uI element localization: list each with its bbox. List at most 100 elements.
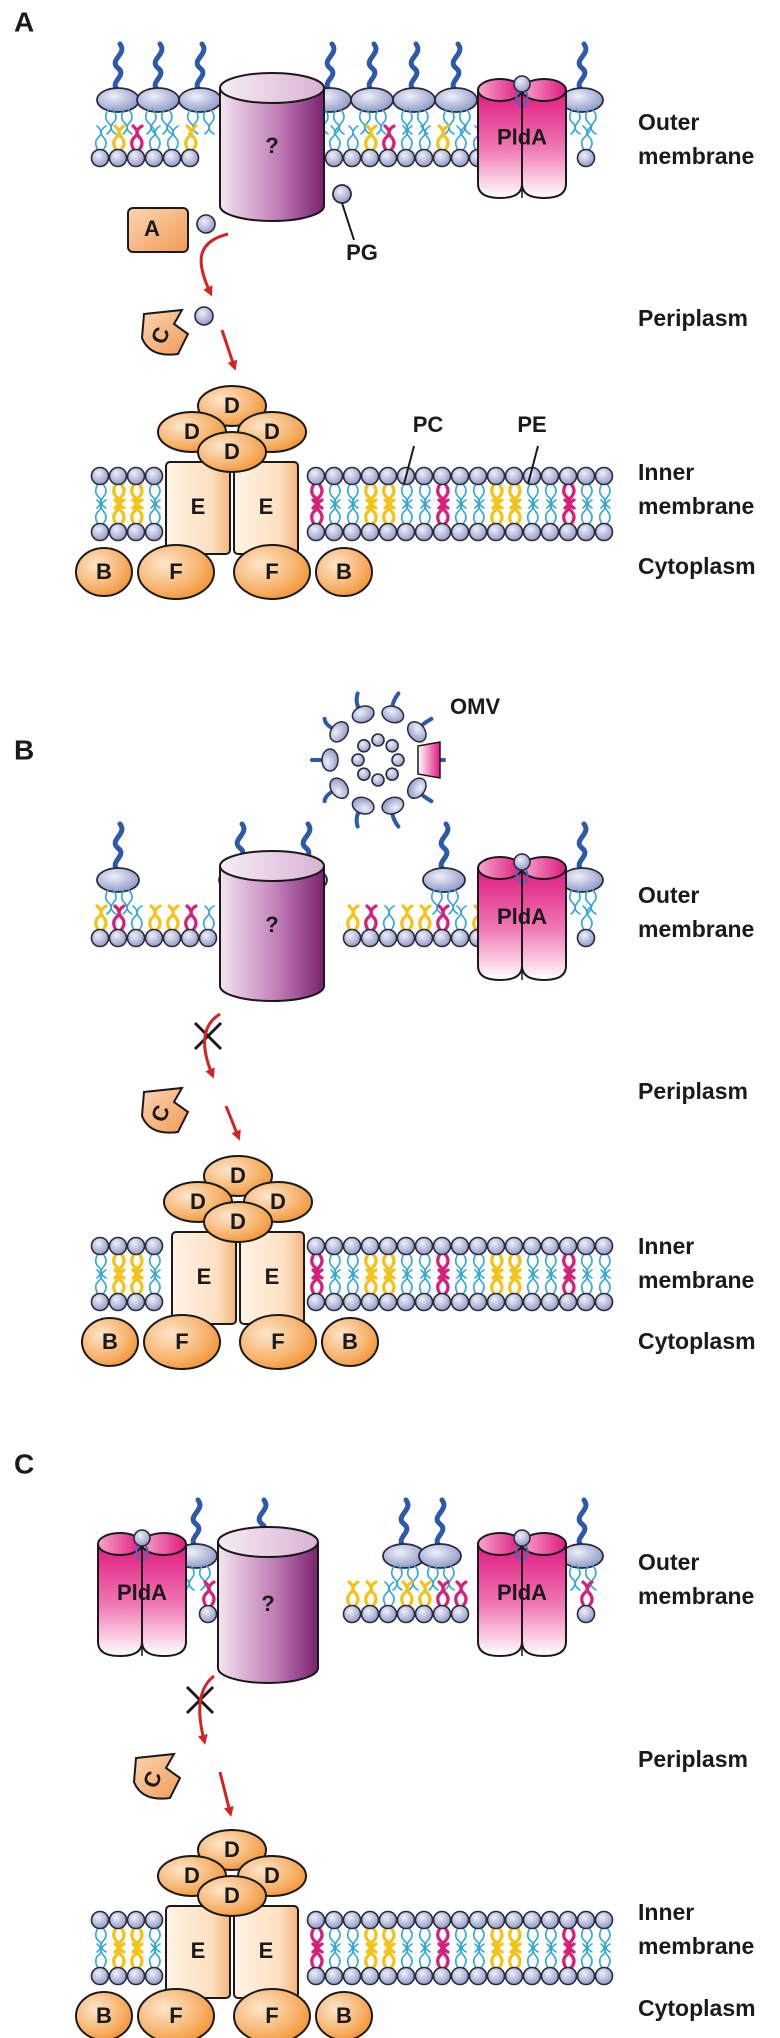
protein-b-right-shape — [315, 547, 373, 597]
protein-d-top-label: D — [230, 1163, 246, 1188]
phospholipid-headgroup — [558, 1910, 578, 1930]
lipid-tail — [441, 124, 450, 152]
lipid-tail — [346, 1943, 354, 1969]
lipid-tail — [532, 483, 539, 509]
phospholipid-headgroup — [378, 466, 398, 486]
phospholipid-headgroup — [360, 522, 380, 542]
lipid-tail — [204, 1565, 211, 1591]
lipid-tail — [550, 483, 557, 509]
lipid-tail — [334, 1269, 341, 1295]
protein-b-left-shape — [75, 547, 133, 597]
phospholipid-headgroup — [378, 1910, 398, 1930]
lipid-tail — [532, 499, 539, 525]
phospholipid-headgroup — [90, 1966, 110, 1986]
lipid-tail — [369, 124, 378, 152]
outer-label-line2: membrane — [638, 916, 754, 942]
lipid-tail — [94, 125, 102, 151]
phospholipid-headgroup — [468, 466, 488, 486]
lipid-tail — [604, 1943, 611, 1969]
lipid-tail — [406, 483, 413, 509]
lipid-tail — [382, 905, 390, 931]
lipid-tail — [550, 1269, 557, 1295]
channel-top — [217, 1526, 319, 1558]
lipid-tail — [544, 499, 552, 525]
phospholipid-headgroup — [90, 1292, 110, 1312]
lipid-tail — [334, 1943, 341, 1969]
lipid-tail — [405, 1580, 414, 1608]
phospholipid-headgroup — [108, 928, 128, 948]
panel-letter-c: C — [14, 1448, 34, 1479]
lipid-tail — [99, 904, 108, 932]
lipid-tail — [458, 109, 466, 135]
omv-lps-core — [381, 796, 405, 815]
lipid-tail — [418, 1269, 426, 1295]
lipid-tail — [584, 109, 592, 135]
phospholipid-headgroup — [450, 522, 470, 542]
lipid-tail — [332, 109, 340, 135]
lipid-tail — [136, 905, 143, 931]
phospholipid-headgroup — [306, 466, 326, 486]
phospholipid-headgroup — [306, 1910, 326, 1930]
lipid-tail — [184, 904, 193, 932]
phospholipid-headgroup — [144, 1910, 164, 1930]
phospholipid-headgroup — [540, 1966, 560, 1986]
lps-core — [560, 1543, 604, 1569]
lipid-tail — [400, 1580, 409, 1608]
phospholipid-headgroup — [108, 1292, 128, 1312]
lipid-tail — [586, 1927, 593, 1953]
lipid-tail — [436, 1268, 445, 1296]
lipid-tail — [478, 1943, 485, 1969]
phospholipid-headgroup — [468, 1236, 488, 1256]
phospholipid-headgroup — [540, 522, 560, 542]
lipid-tail — [406, 109, 413, 135]
lipid-tail — [406, 1253, 413, 1279]
channel-body — [217, 1541, 319, 1684]
lipid-tail — [112, 1268, 121, 1296]
phospholipid-headgroup — [378, 522, 398, 542]
lipid-tail — [574, 109, 581, 135]
lipid-tail — [448, 109, 455, 135]
panel-letter-b: B — [14, 734, 34, 765]
lipid-tail — [150, 109, 157, 135]
phospholipid-headgroup — [324, 1966, 344, 1986]
lipid-tail — [369, 1268, 378, 1296]
lipid-tail — [436, 1580, 445, 1608]
phospholipid-headgroup — [360, 928, 380, 948]
lipid-tail — [369, 1580, 378, 1608]
phospholipid-headgroup — [558, 1292, 578, 1312]
phospholipid-headgroup — [342, 1966, 362, 1986]
phospholipid-headgroup — [594, 1966, 614, 1986]
phospholipid-headgroup — [450, 148, 470, 168]
protein-d-right-label: D — [270, 1189, 286, 1214]
lipid-tail — [586, 125, 593, 151]
lipid-tail — [580, 499, 588, 525]
lipid-tail — [352, 499, 359, 525]
phospholipid-headgroup — [504, 1910, 524, 1930]
lipid-tail — [454, 905, 462, 931]
lipid-tail — [100, 499, 107, 525]
lipid-tail — [478, 1927, 485, 1953]
periplasm-label: Periplasm — [638, 1078, 748, 1104]
omv-lps-core — [321, 748, 339, 772]
lps-o-antigen-chain — [324, 41, 337, 93]
pc-pointer — [403, 445, 415, 485]
lipid-tail — [460, 499, 467, 525]
omv-lps-core — [329, 777, 350, 800]
lipid-tail — [100, 483, 107, 509]
lipid-tail — [424, 125, 431, 151]
lipid-tail — [454, 1943, 462, 1969]
phospholipid-headgroup — [414, 1966, 434, 1986]
protein-b-left-label: B — [96, 2003, 112, 2028]
phospholipid-headgroup — [126, 1236, 146, 1256]
protein-d-top-label: D — [224, 393, 240, 418]
lipid-tail — [442, 109, 450, 135]
phospholipid-headgroup — [468, 1966, 488, 1986]
lipid-tail — [126, 109, 133, 135]
pg-lipid-head — [332, 184, 352, 204]
lipid-tail — [166, 125, 174, 151]
protein-d-top-shape — [203, 1155, 273, 1197]
phospholipid-headgroup — [385, 767, 399, 781]
phospholipid-headgroup — [144, 1236, 164, 1256]
protein-d-right-label: D — [264, 419, 280, 444]
